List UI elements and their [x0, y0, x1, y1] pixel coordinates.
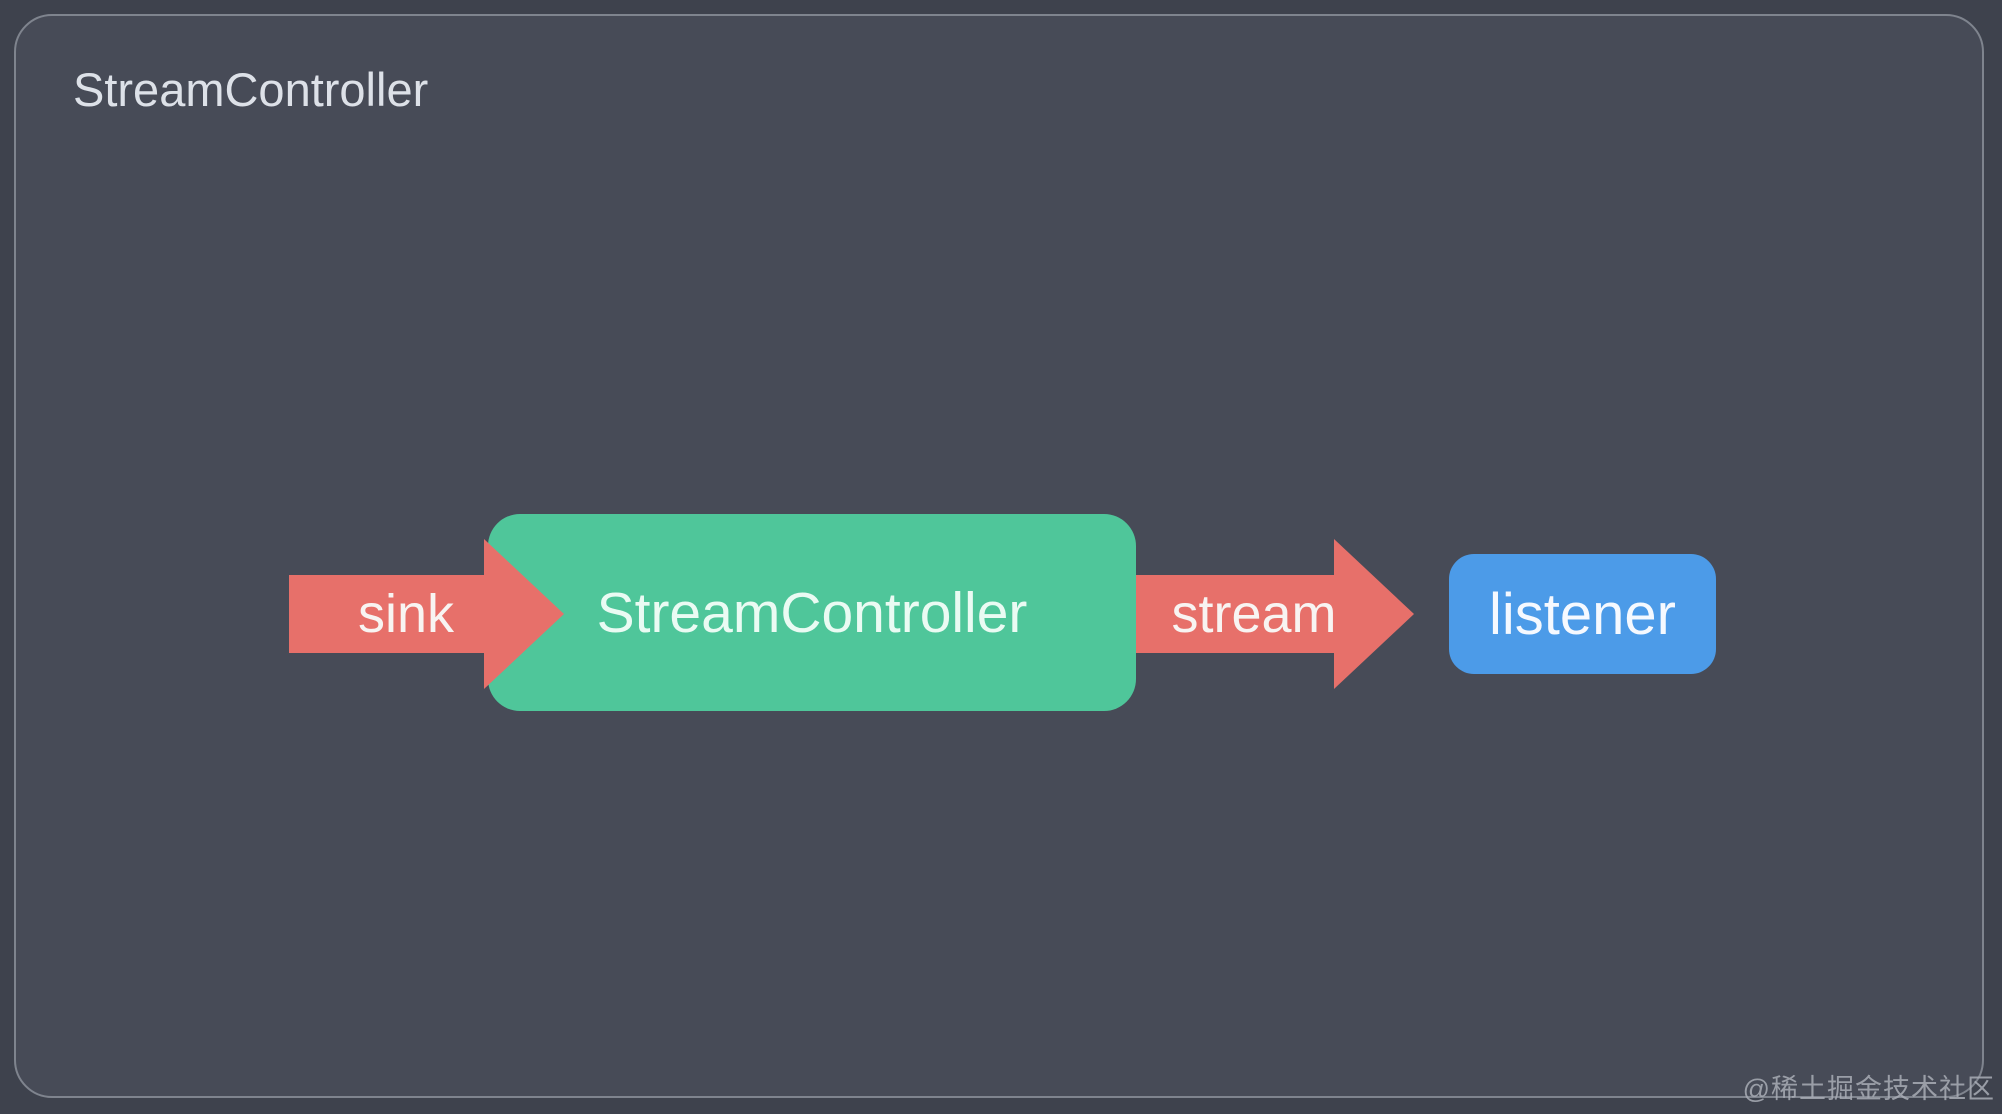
stream-flow-diagram: sink StreamController stream listener [16, 16, 1982, 1096]
watermark: @稀土掘金技术社区 [1742, 1074, 1995, 1104]
slide-panel: StreamController sink StreamController s… [14, 14, 1984, 1098]
node-listener-label: listener [1489, 581, 1676, 647]
sink-arrow-label: sink [357, 584, 455, 644]
stream-arrow-label: stream [1171, 584, 1337, 644]
stream-arrow: stream [1136, 575, 1337, 653]
sink-arrow: sink [289, 575, 485, 653]
stream-arrow-head [1334, 539, 1414, 689]
node-streamcontroller: StreamController [488, 514, 1136, 711]
node-streamcontroller-label: StreamController [596, 580, 1028, 645]
node-listener: listener [1449, 554, 1716, 674]
sink-arrow-head [484, 539, 564, 689]
page-title: StreamController [73, 63, 429, 116]
